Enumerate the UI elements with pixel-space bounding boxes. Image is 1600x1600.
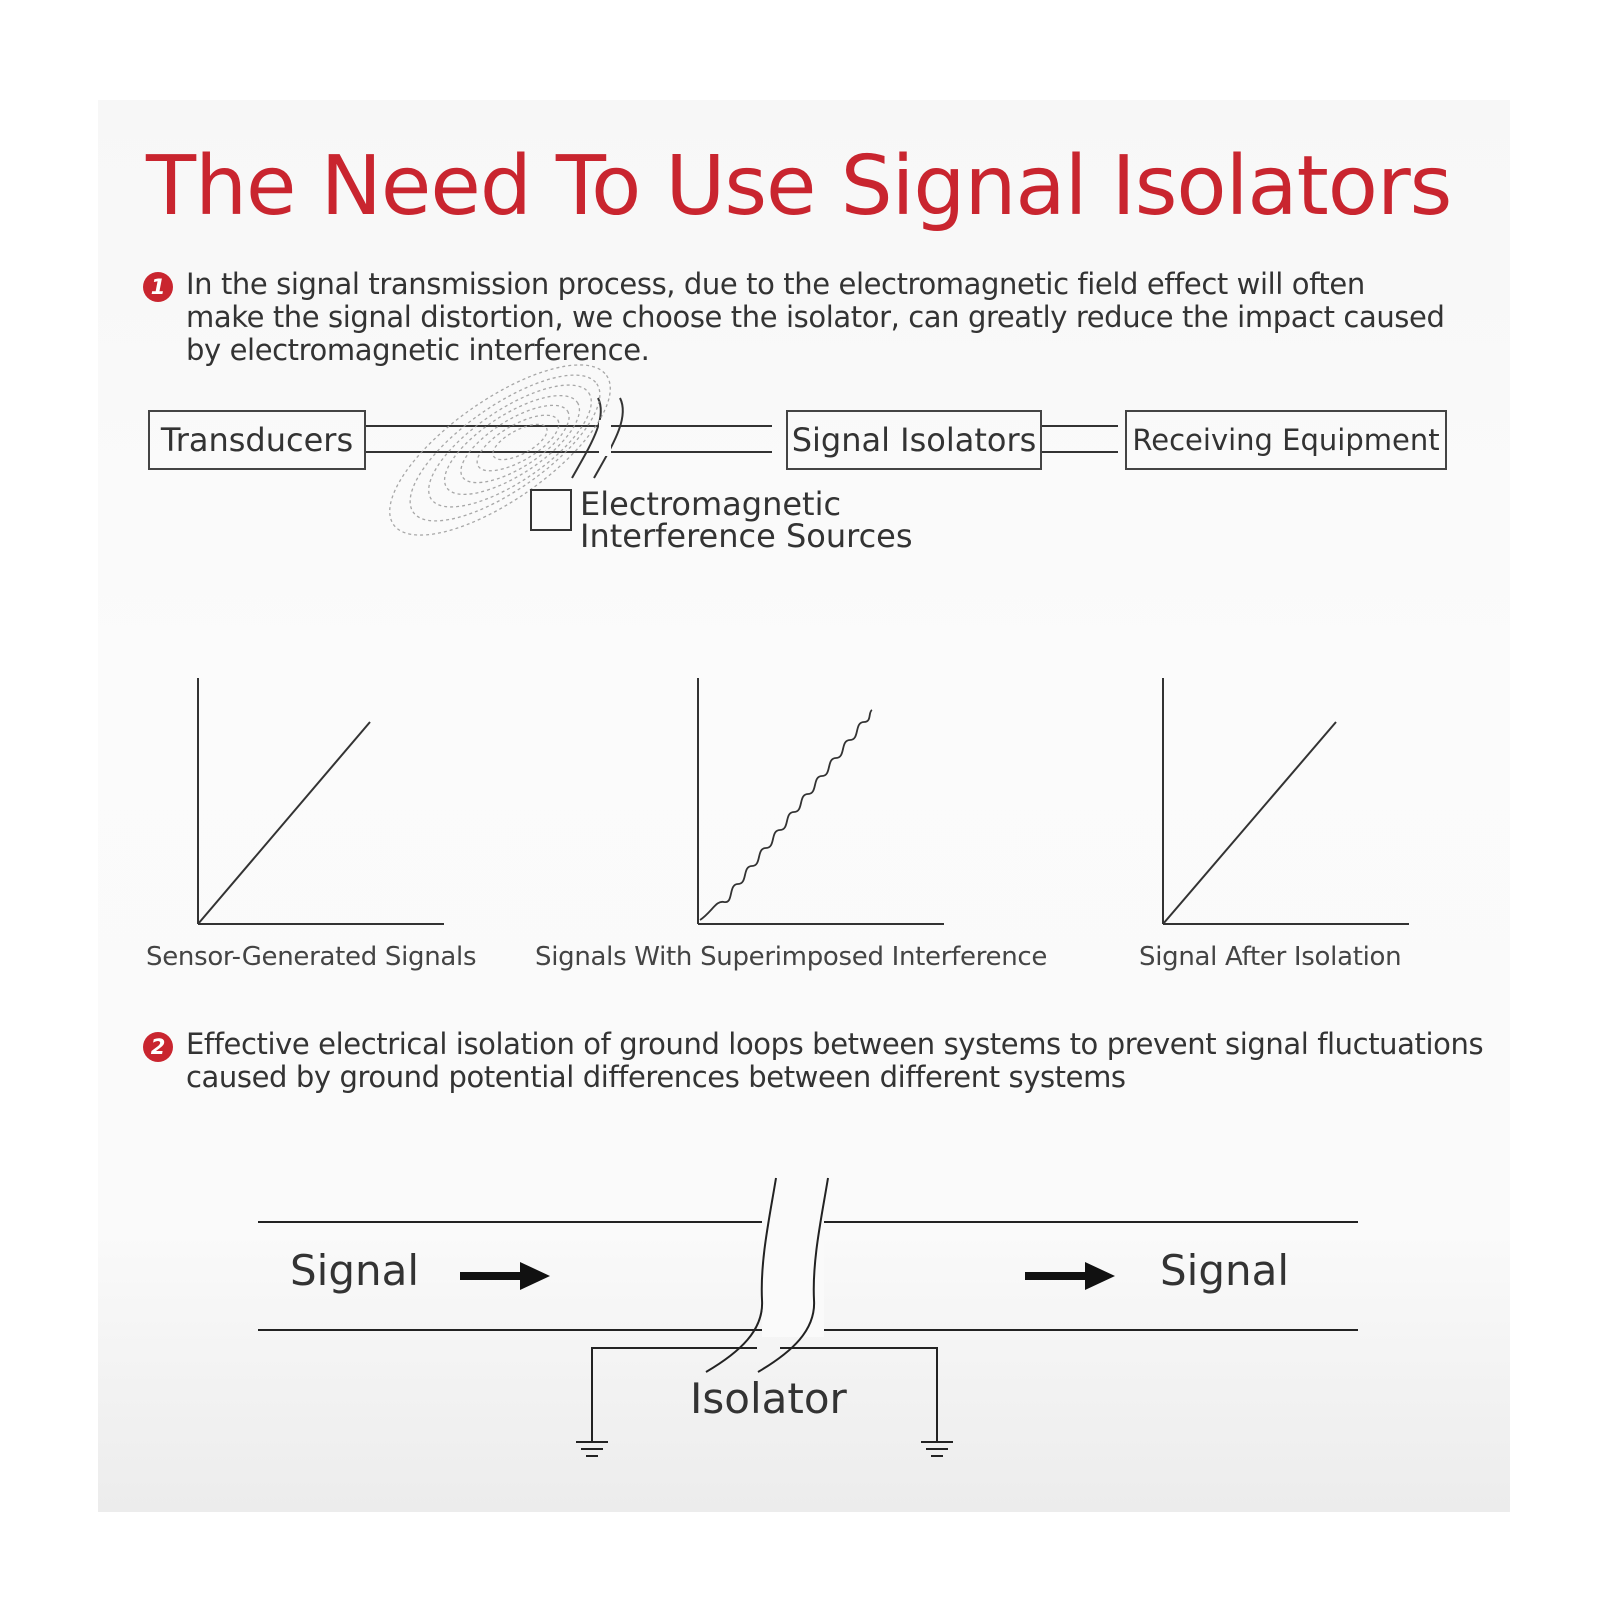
step-1-badge: 1 xyxy=(143,272,173,302)
plot-3-caption: Signal After Isolation xyxy=(1139,942,1402,972)
interference-legend-label: Electromagnetic Interference Sources xyxy=(580,488,913,552)
signal-output-label: Signal xyxy=(1160,1246,1290,1295)
transducers-box: Transducers xyxy=(148,410,366,470)
interference-label-line-2: Interference Sources xyxy=(580,517,913,555)
electromagnetic-field-swirl xyxy=(389,364,611,536)
interference-label-line-1: Electromagnetic xyxy=(580,485,842,523)
receiving-equipment-box: Receiving Equipment xyxy=(1125,410,1447,470)
interference-legend-square xyxy=(530,489,572,531)
ground-loop-diagram xyxy=(258,1177,1358,1457)
plot-isolated-signal xyxy=(1162,678,1409,925)
step-2-badge: 2 xyxy=(143,1032,173,1062)
plot-2-caption: Signals With Superimposed Interference xyxy=(535,942,1048,972)
arrow-right-icon xyxy=(1025,1262,1115,1290)
isolator-label: Isolator xyxy=(690,1374,847,1423)
section-2-text: Effective electrical isolation of ground… xyxy=(186,1027,1484,1094)
cable-break-mark xyxy=(571,397,602,479)
signal-isolators-box: Signal Isolators xyxy=(786,410,1042,470)
plot-1-caption: Sensor-Generated Signals xyxy=(146,942,477,972)
arrow-right-icon xyxy=(460,1262,550,1290)
section-1-text: In the signal transmission process, due … xyxy=(186,267,1445,367)
signal-input-label: Signal xyxy=(290,1246,420,1295)
page-title: The Need To Use Signal Isolators xyxy=(146,139,1452,234)
plot-interference-signal xyxy=(697,678,944,925)
plot-sensor-signal xyxy=(197,678,444,925)
